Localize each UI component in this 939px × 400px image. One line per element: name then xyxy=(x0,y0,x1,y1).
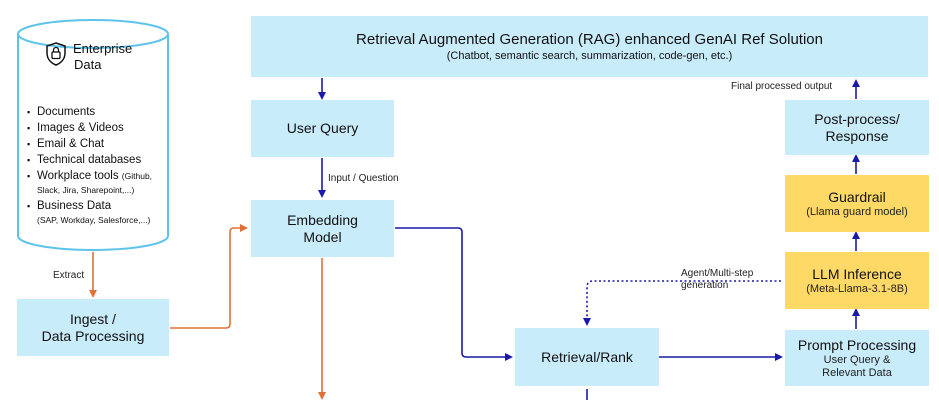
retrieval-rank-box: Retrieval/Rank xyxy=(515,328,659,386)
enterprise-data-title: Enterprise Data xyxy=(73,41,133,72)
prompt-processing-box: Prompt Processing User Query & Relevant … xyxy=(785,330,929,386)
list-item: Technical databases xyxy=(27,153,167,167)
solution-title: Retrieval Augmented Generation (RAG) enh… xyxy=(356,31,823,48)
llm-inference-box: LLM Inference (Meta-Llama-3.1-8B) xyxy=(785,252,929,309)
embedding-model-box: Embedding Model xyxy=(251,200,394,257)
arrow-embedding-to-retrieval xyxy=(395,227,513,361)
final-output-label: Final processed output xyxy=(731,81,833,92)
agent-label: Agent/Multi-step generation xyxy=(681,268,754,291)
lock-shield-icon xyxy=(46,42,66,66)
list-item: Email & Chat xyxy=(27,137,167,151)
solution-subtitle: (Chatbot, semantic search, summarization… xyxy=(446,50,733,62)
input-question-label: Input / Question xyxy=(328,173,399,184)
guardrail-box: Guardrail (Llama guard model) xyxy=(785,175,929,232)
extract-label: Extract xyxy=(53,270,85,281)
list-item: Workplace tools (Github, Slack, Jira, Sh… xyxy=(27,169,167,197)
list-item: Documents xyxy=(27,105,167,119)
enterprise-data-list: Documents Images & Videos Email & Chat T… xyxy=(27,105,167,229)
user-query-label: User Query xyxy=(286,120,359,136)
ingest-box: Ingest / Data Processing xyxy=(17,299,169,356)
list-item: Images & Videos xyxy=(27,121,167,135)
list-item: Business Data(SAP, Workday, Salesforce,.… xyxy=(27,199,167,227)
arrow-ingest-to-embedding xyxy=(170,224,248,329)
user-query-box: User Query xyxy=(251,100,394,157)
solution-title-box: Retrieval Augmented Generation (RAG) enh… xyxy=(251,16,928,77)
post-process-box: Post-process/ Response xyxy=(785,100,929,155)
